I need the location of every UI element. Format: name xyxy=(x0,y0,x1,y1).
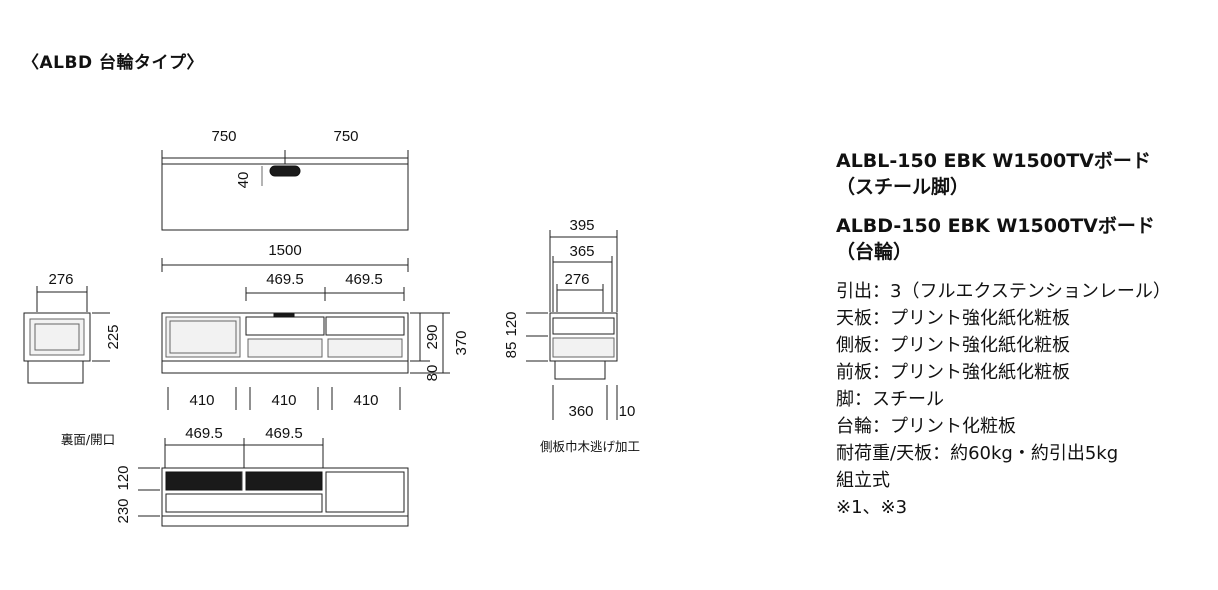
front-glass-inner xyxy=(169,320,237,354)
left-width: 276 xyxy=(48,271,73,288)
left-glass-inner xyxy=(34,323,80,351)
back-caption: 裏面/開口 xyxy=(61,432,115,447)
top-dim-hole: 40 xyxy=(235,172,252,189)
spec-legs: 脚：スチール xyxy=(836,389,944,410)
front-height-80: 80 xyxy=(424,365,441,382)
cable-hole xyxy=(269,165,301,177)
front-height-370: 370 xyxy=(453,330,470,355)
side-height-85: 85 xyxy=(503,342,520,359)
back-plinth xyxy=(161,515,409,527)
spec-load: 耐荷重/天板：約60kg・約引出5kg xyxy=(836,443,1119,464)
front-bottom-3: 410 xyxy=(353,392,378,409)
side-plinth xyxy=(554,360,606,380)
side-height-120: 120 xyxy=(503,311,520,336)
left-plinth xyxy=(27,360,84,384)
front-drawer-2 xyxy=(327,338,403,358)
back-height-120: 120 xyxy=(115,465,132,490)
front-width: 1500 xyxy=(268,242,301,259)
back-view: 裏面/開口 469.5 469.5 120 230 xyxy=(61,425,409,527)
left-side-view: 276 225 xyxy=(23,271,122,384)
spec-front-board: 前板：プリント強化紙化粧板 xyxy=(836,362,1070,383)
spec-plinth: 台輪：プリント化粧板 xyxy=(836,416,1016,437)
spec-notes: ※1、※3 xyxy=(836,497,908,518)
side-upper-panel xyxy=(552,317,615,335)
left-height: 225 xyxy=(105,324,122,349)
side-dim-365: 365 xyxy=(569,243,594,260)
model-1-sub: （スチール脚） xyxy=(836,176,970,198)
spec-drawers: 引出：3（フルエクステンションレール） xyxy=(836,281,1171,302)
front-plinth xyxy=(161,360,409,374)
spec-top-board: 天板：プリント強化紙化粧板 xyxy=(836,308,1070,329)
back-opening-1 xyxy=(165,471,243,491)
model-2-sub: （台輪） xyxy=(836,241,913,263)
front-view: 1500 469.5 469.5 290 370 80 xyxy=(161,242,470,410)
side-dim-395: 395 xyxy=(569,217,594,234)
front-upper-panel-1 xyxy=(245,316,325,336)
front-height-290: 290 xyxy=(424,324,441,349)
front-upper-panel-2 xyxy=(325,316,405,336)
side-dim-276: 276 xyxy=(564,271,589,288)
side-drawer xyxy=(552,337,615,358)
front-bottom-2: 410 xyxy=(271,392,296,409)
top-view: 750 750 40 xyxy=(161,128,409,231)
back-lower-panel xyxy=(165,493,323,513)
page-title: 〈ALBD 台輪タイプ〉 xyxy=(22,53,204,73)
front-drawer-1 xyxy=(247,338,323,358)
front-bottom-1: 410 xyxy=(189,392,214,409)
back-drawer-dim-1: 469.5 xyxy=(185,425,223,442)
top-dim-left: 750 xyxy=(211,128,236,145)
model-2: ALBD-150 EBK W1500TVボード xyxy=(836,215,1155,237)
side-view: 395 365 276 120 85 360 10 側板巾木逃げ加工 xyxy=(503,217,640,454)
side-bottom-10: 10 xyxy=(619,403,636,420)
model-1: ALBL-150 EBK W1500TVボード xyxy=(836,150,1151,172)
back-drawer-dim-2: 469.5 xyxy=(265,425,303,442)
back-right-panel xyxy=(325,471,405,513)
back-opening-2 xyxy=(245,471,323,491)
top-dim-right: 750 xyxy=(333,128,358,145)
back-height-230: 230 xyxy=(115,498,132,523)
front-cable-slot xyxy=(273,313,295,318)
side-bottom-360: 360 xyxy=(568,403,593,420)
front-drawer-dim-1: 469.5 xyxy=(266,271,304,288)
front-drawer-dim-2: 469.5 xyxy=(345,271,383,288)
spec-side-board: 側板：プリント強化紙化粧板 xyxy=(836,335,1070,356)
side-caption: 側板巾木逃げ加工 xyxy=(540,439,640,454)
spec-assembly: 組立式 xyxy=(836,470,890,491)
